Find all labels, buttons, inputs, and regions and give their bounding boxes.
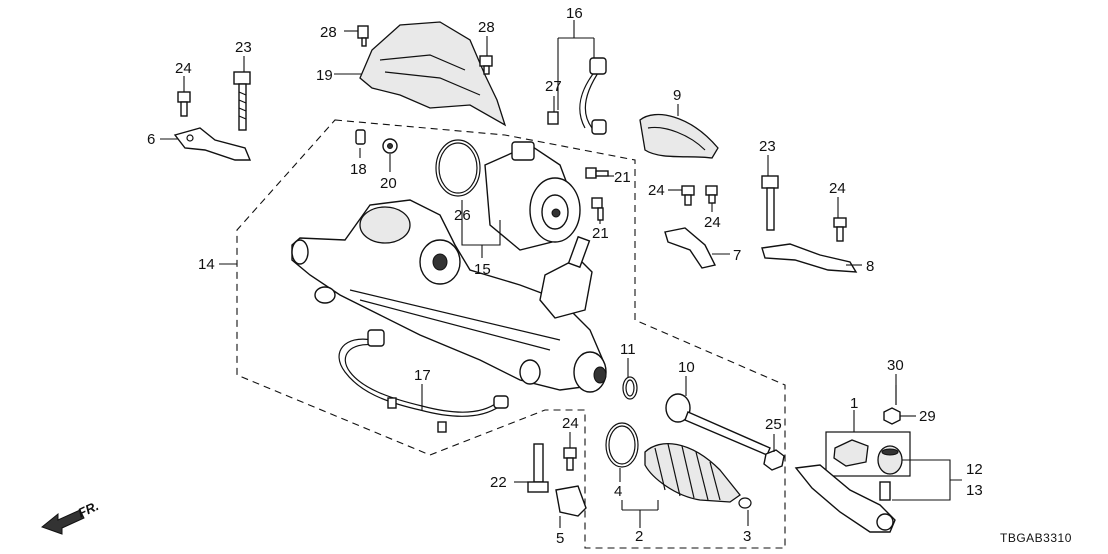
cover-9-part bbox=[639, 113, 719, 159]
bolt-21-upper bbox=[585, 167, 609, 179]
nut-25-part bbox=[763, 449, 785, 471]
label-12: 12 bbox=[966, 461, 983, 478]
bolt-24-mid-a bbox=[681, 185, 695, 206]
bracket-8-part bbox=[761, 243, 858, 273]
label-24-bottom: 24 bbox=[562, 415, 579, 432]
label-13: 13 bbox=[966, 482, 983, 499]
drawing-code: TBGAB3310 bbox=[1000, 531, 1072, 545]
dust-boot-12-part bbox=[877, 445, 903, 475]
label-14: 14 bbox=[198, 256, 215, 273]
label-21-lower: 21 bbox=[592, 225, 609, 242]
label-9: 9 bbox=[673, 87, 681, 104]
part-labels: 28 28 19 24 23 6 18 20 16 27 9 21 21 26 … bbox=[147, 5, 983, 547]
clip-3-part bbox=[738, 497, 752, 509]
o-ring-26-part bbox=[435, 139, 481, 197]
tie-rod-end-13-part bbox=[794, 464, 896, 533]
label-26: 26 bbox=[454, 207, 471, 224]
motor-15-part bbox=[484, 141, 581, 251]
label-5: 5 bbox=[556, 530, 564, 547]
label-20: 20 bbox=[380, 175, 397, 192]
label-25: 25 bbox=[765, 416, 782, 433]
label-18: 18 bbox=[350, 161, 367, 178]
bolt-23-right bbox=[761, 175, 779, 231]
nut-18-part bbox=[355, 129, 366, 145]
label-30: 30 bbox=[887, 357, 904, 374]
label-19: 19 bbox=[316, 67, 333, 84]
assembly-boundary-14 bbox=[236, 119, 786, 549]
clip-20-part bbox=[382, 138, 398, 154]
bolt-24-mid-b bbox=[705, 185, 718, 204]
snap-ring-11-part bbox=[622, 376, 638, 400]
label-1: 1 bbox=[850, 395, 858, 412]
bolt-28-right bbox=[479, 55, 493, 75]
label-23-right: 23 bbox=[759, 138, 776, 155]
label-28-right: 28 bbox=[478, 19, 495, 36]
label-24-right: 24 bbox=[829, 180, 846, 197]
harness-16-part bbox=[547, 57, 607, 135]
label-24-mid-b: 24 bbox=[704, 214, 721, 231]
front-direction-arrow bbox=[40, 509, 85, 535]
steering-gear-housing bbox=[291, 199, 607, 393]
label-27: 27 bbox=[545, 78, 562, 95]
bolt-24-bottom bbox=[563, 447, 577, 471]
direction-label: FR. bbox=[76, 498, 101, 520]
label-8: 8 bbox=[866, 258, 874, 275]
bracket-6-part bbox=[173, 127, 252, 161]
label-3: 3 bbox=[743, 528, 751, 545]
label-7: 7 bbox=[733, 247, 741, 264]
label-16: 16 bbox=[566, 5, 583, 22]
clamp-4-part bbox=[605, 422, 639, 468]
bolt-28-left bbox=[357, 25, 369, 47]
bolt-24-right bbox=[833, 217, 847, 242]
label-11: 11 bbox=[620, 341, 636, 358]
heat-shield-part bbox=[359, 21, 507, 127]
label-24-mid-a: 24 bbox=[648, 182, 665, 199]
label-17: 17 bbox=[414, 367, 431, 384]
bolt-21-lower bbox=[591, 197, 604, 221]
bracket-5-part bbox=[555, 485, 587, 517]
label-4: 4 bbox=[614, 483, 622, 500]
tie-rod-10-part bbox=[665, 393, 771, 456]
label-29: 29 bbox=[919, 408, 936, 425]
boot-2-part bbox=[644, 442, 741, 503]
label-2: 2 bbox=[635, 528, 643, 545]
seal-kit-part bbox=[833, 439, 869, 467]
nut-29-part bbox=[883, 407, 901, 425]
label-6: 6 bbox=[147, 131, 155, 148]
kit-1-box bbox=[825, 431, 911, 477]
harness-17-part bbox=[338, 329, 509, 433]
label-23-left: 23 bbox=[235, 39, 252, 56]
label-21-upper: 21 bbox=[614, 169, 631, 186]
bolt-23-left bbox=[233, 71, 251, 131]
bolt-22-part bbox=[527, 443, 549, 493]
leader-lines bbox=[160, 20, 962, 528]
label-28-left: 28 bbox=[320, 24, 337, 41]
bolt-24-left bbox=[177, 91, 191, 117]
bracket-7-part bbox=[664, 227, 717, 269]
label-24-left: 24 bbox=[175, 60, 192, 77]
label-10: 10 bbox=[678, 359, 695, 376]
label-22: 22 bbox=[490, 474, 507, 491]
label-15: 15 bbox=[474, 261, 491, 278]
